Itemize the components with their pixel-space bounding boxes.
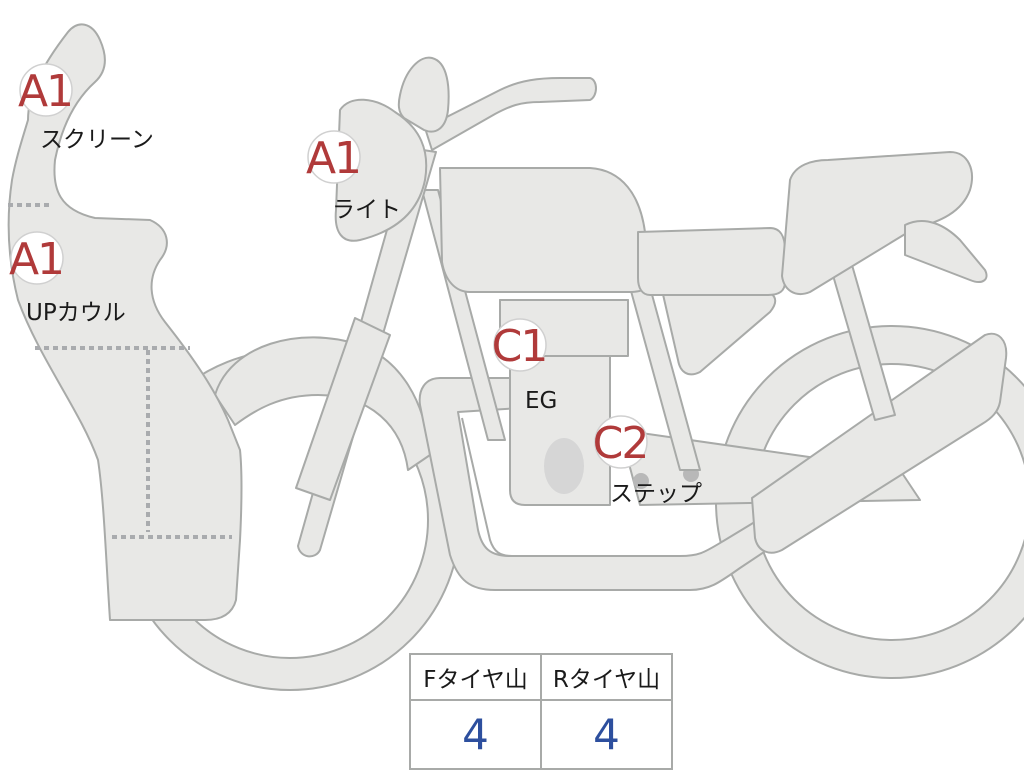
handlebar — [424, 77, 597, 151]
tire-tread-table: Fタイヤ山 Rタイヤ山 4 4 — [409, 653, 673, 770]
front-cowl — [7, 23, 243, 621]
exhaust-pipe — [418, 377, 771, 591]
exhaust-pipe-inner — [461, 417, 513, 557]
footpeg-front — [633, 473, 649, 489]
tire-table-value-row: 4 4 — [409, 699, 673, 770]
marker-code: A1 — [306, 133, 360, 184]
marker-step: C2 ステップ — [593, 415, 702, 507]
mirror — [397, 56, 450, 133]
marker-code: C1 — [492, 321, 547, 372]
seat-front — [637, 227, 786, 296]
marker-circle — [594, 415, 648, 469]
marker-engine: C1 EG — [492, 318, 557, 414]
fork-guard — [295, 317, 391, 501]
marker-code: A1 — [18, 66, 72, 117]
seat — [781, 151, 973, 295]
marker-light: A1 ライト — [306, 130, 401, 223]
marker-label: ステップ — [610, 481, 702, 507]
front-tire-tread-header: Fタイヤ山 — [409, 653, 542, 701]
side-panel — [661, 289, 777, 376]
marker-label: ライト — [332, 197, 401, 223]
marker-code: C2 — [593, 418, 648, 469]
marker-upper-cowl: A1 UPカウル — [9, 231, 126, 326]
marker-code: A1 — [9, 234, 63, 285]
marker-circle — [10, 231, 64, 285]
marker-label: UPカウル — [26, 300, 126, 326]
front-tire-tread-value: 4 — [409, 699, 542, 770]
muffler — [751, 332, 1008, 554]
tail-cowl — [904, 220, 988, 283]
marker-screen: A1 スクリーン — [18, 63, 154, 153]
marker-label: EG — [525, 388, 557, 414]
marker-circle — [307, 130, 361, 184]
marker-circle — [19, 63, 73, 117]
rear-tire-tread-header: Rタイヤ山 — [540, 653, 673, 701]
marker-circle — [493, 318, 547, 372]
headlight — [334, 98, 428, 242]
fuel-tank — [439, 167, 651, 293]
marker-label: スクリーン — [40, 127, 154, 153]
tire-table-header-row: Fタイヤ山 Rタイヤ山 — [409, 653, 673, 701]
rear-tire-tread-value: 4 — [540, 699, 673, 770]
